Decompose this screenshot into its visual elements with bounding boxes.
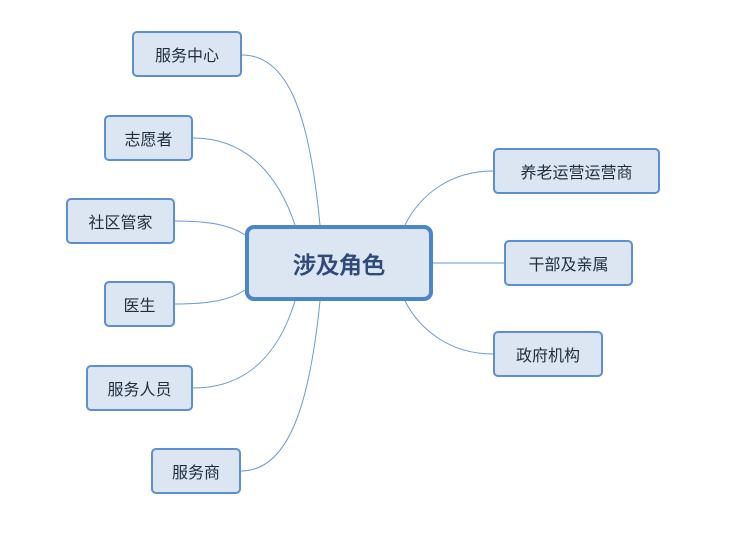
link-government (404, 300, 494, 355)
link-service-provider (240, 300, 321, 472)
link-volunteer (192, 137, 296, 226)
link-community-steward (174, 220, 246, 236)
node-government-agency[interactable]: 政府机构 (493, 331, 603, 377)
link-doctor (174, 289, 246, 305)
node-volunteer[interactable]: 志愿者 (104, 115, 193, 161)
node-service-provider[interactable]: 服务商 (151, 448, 241, 494)
node-elderly-care-operator[interactable]: 养老运营运营商 (493, 148, 660, 194)
node-service-center[interactable]: 服务中心 (132, 31, 242, 77)
node-cadres-and-relatives[interactable]: 干部及亲属 (504, 240, 633, 286)
node-community-steward[interactable]: 社区管家 (66, 198, 175, 244)
central-topic[interactable]: 涉及角色 (245, 225, 433, 301)
node-doctor[interactable]: 医生 (104, 281, 175, 327)
link-operator (404, 170, 494, 226)
node-service-staff[interactable]: 服务人员 (86, 365, 193, 411)
link-service-staff (192, 300, 296, 389)
link-service-center (241, 54, 321, 226)
